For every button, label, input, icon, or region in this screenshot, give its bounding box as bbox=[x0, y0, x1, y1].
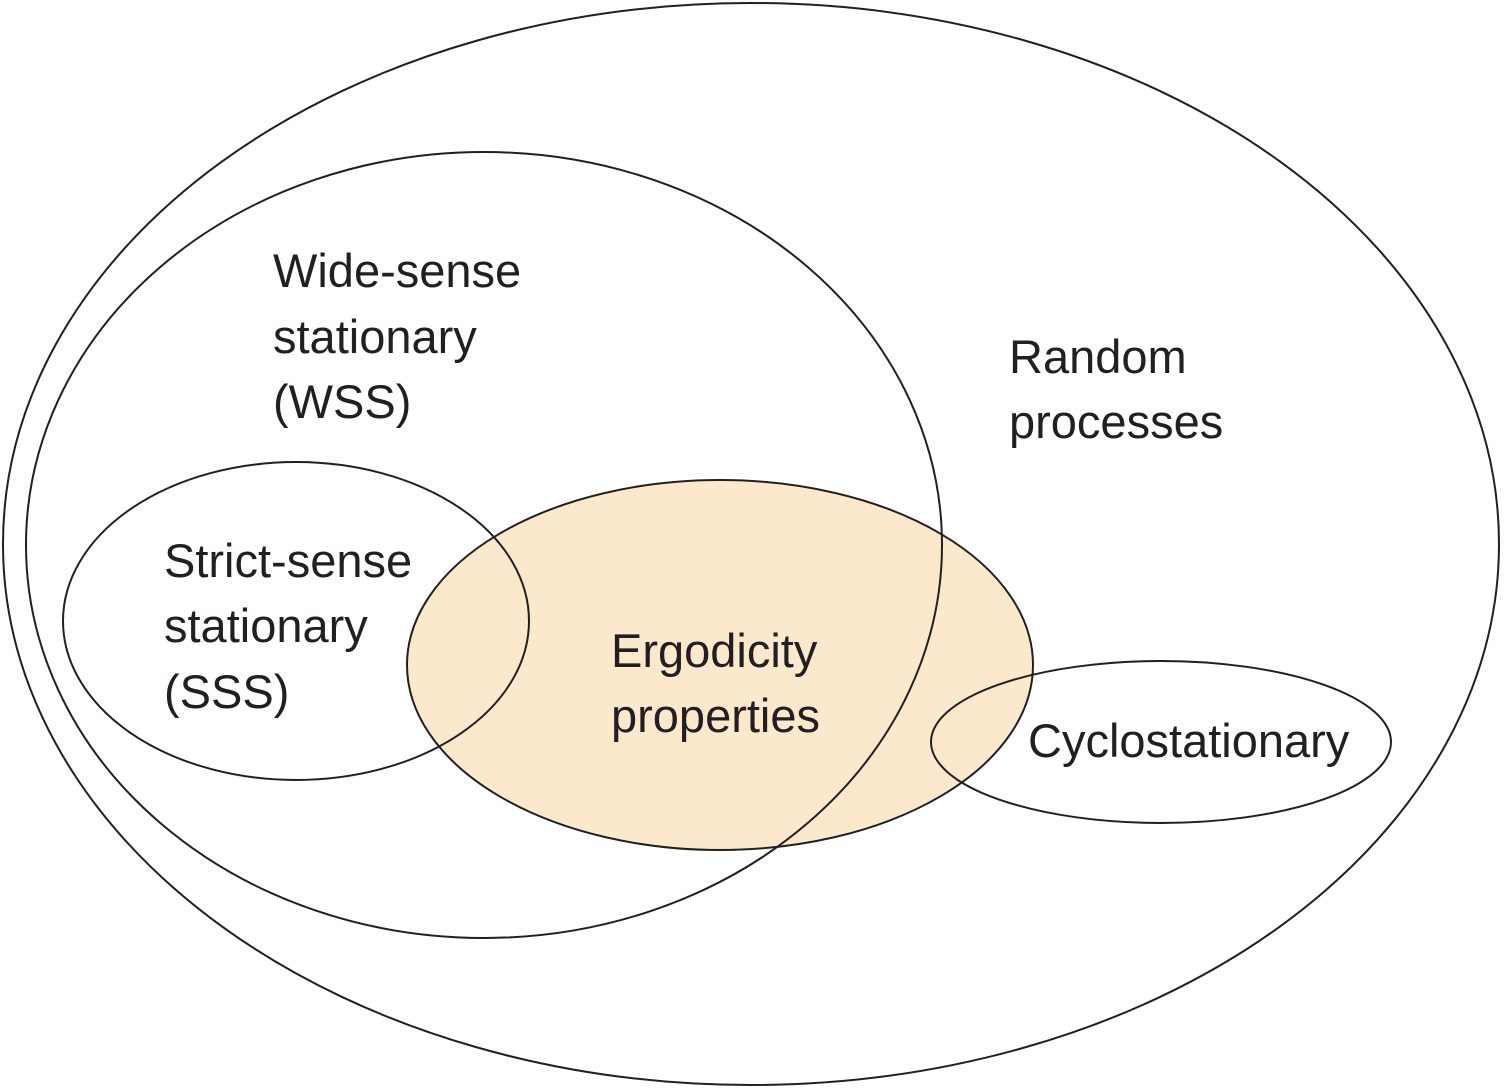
sss-label-line: Strict-sense bbox=[164, 534, 412, 587]
random-processes-label: Random processes bbox=[1009, 330, 1223, 448]
sss-label-line: stationary bbox=[164, 599, 368, 652]
random-processes-label-line: Random bbox=[1009, 330, 1187, 383]
wss-label-line: (WSS) bbox=[273, 375, 411, 428]
ergodicity-label: Ergodicity properties bbox=[611, 624, 830, 742]
ergodicity-label-line: properties bbox=[611, 689, 820, 742]
cyclostationary-ellipse bbox=[930, 660, 1392, 824]
wss-ellipse bbox=[25, 151, 943, 939]
wss-label-line: stationary bbox=[273, 310, 477, 363]
wss-label-line: Wide-sense bbox=[273, 244, 521, 297]
cyclostationary-label: Cyclostationary bbox=[1028, 714, 1350, 767]
ergodicity-label-line: Ergodicity bbox=[611, 624, 818, 677]
sss-label-line: (SSS) bbox=[164, 665, 289, 718]
ergodicity-ellipse bbox=[406, 479, 1034, 851]
wss-label: Wide-sense stationary (WSS) bbox=[273, 244, 534, 428]
cyclostationary-label-line: Cyclostationary bbox=[1028, 714, 1350, 767]
sss-label: Strict-sense stationary (SSS) bbox=[164, 534, 425, 718]
sss-ellipse bbox=[62, 461, 530, 781]
random-processes-label-line: processes bbox=[1009, 395, 1223, 448]
